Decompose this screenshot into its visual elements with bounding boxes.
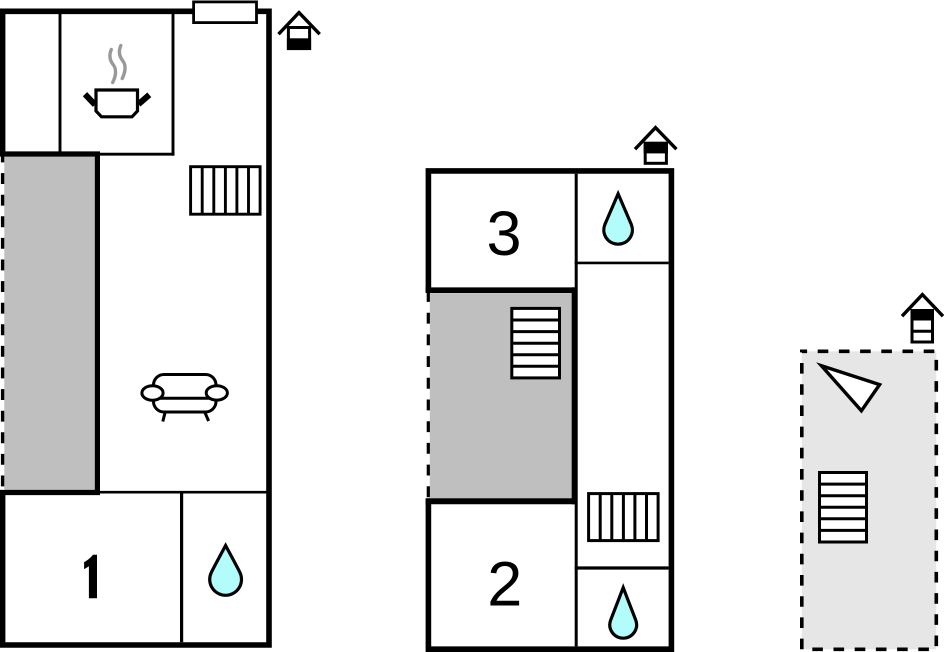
svg-text:2: 2 [487,550,522,620]
svg-text:3: 3 [486,199,521,269]
